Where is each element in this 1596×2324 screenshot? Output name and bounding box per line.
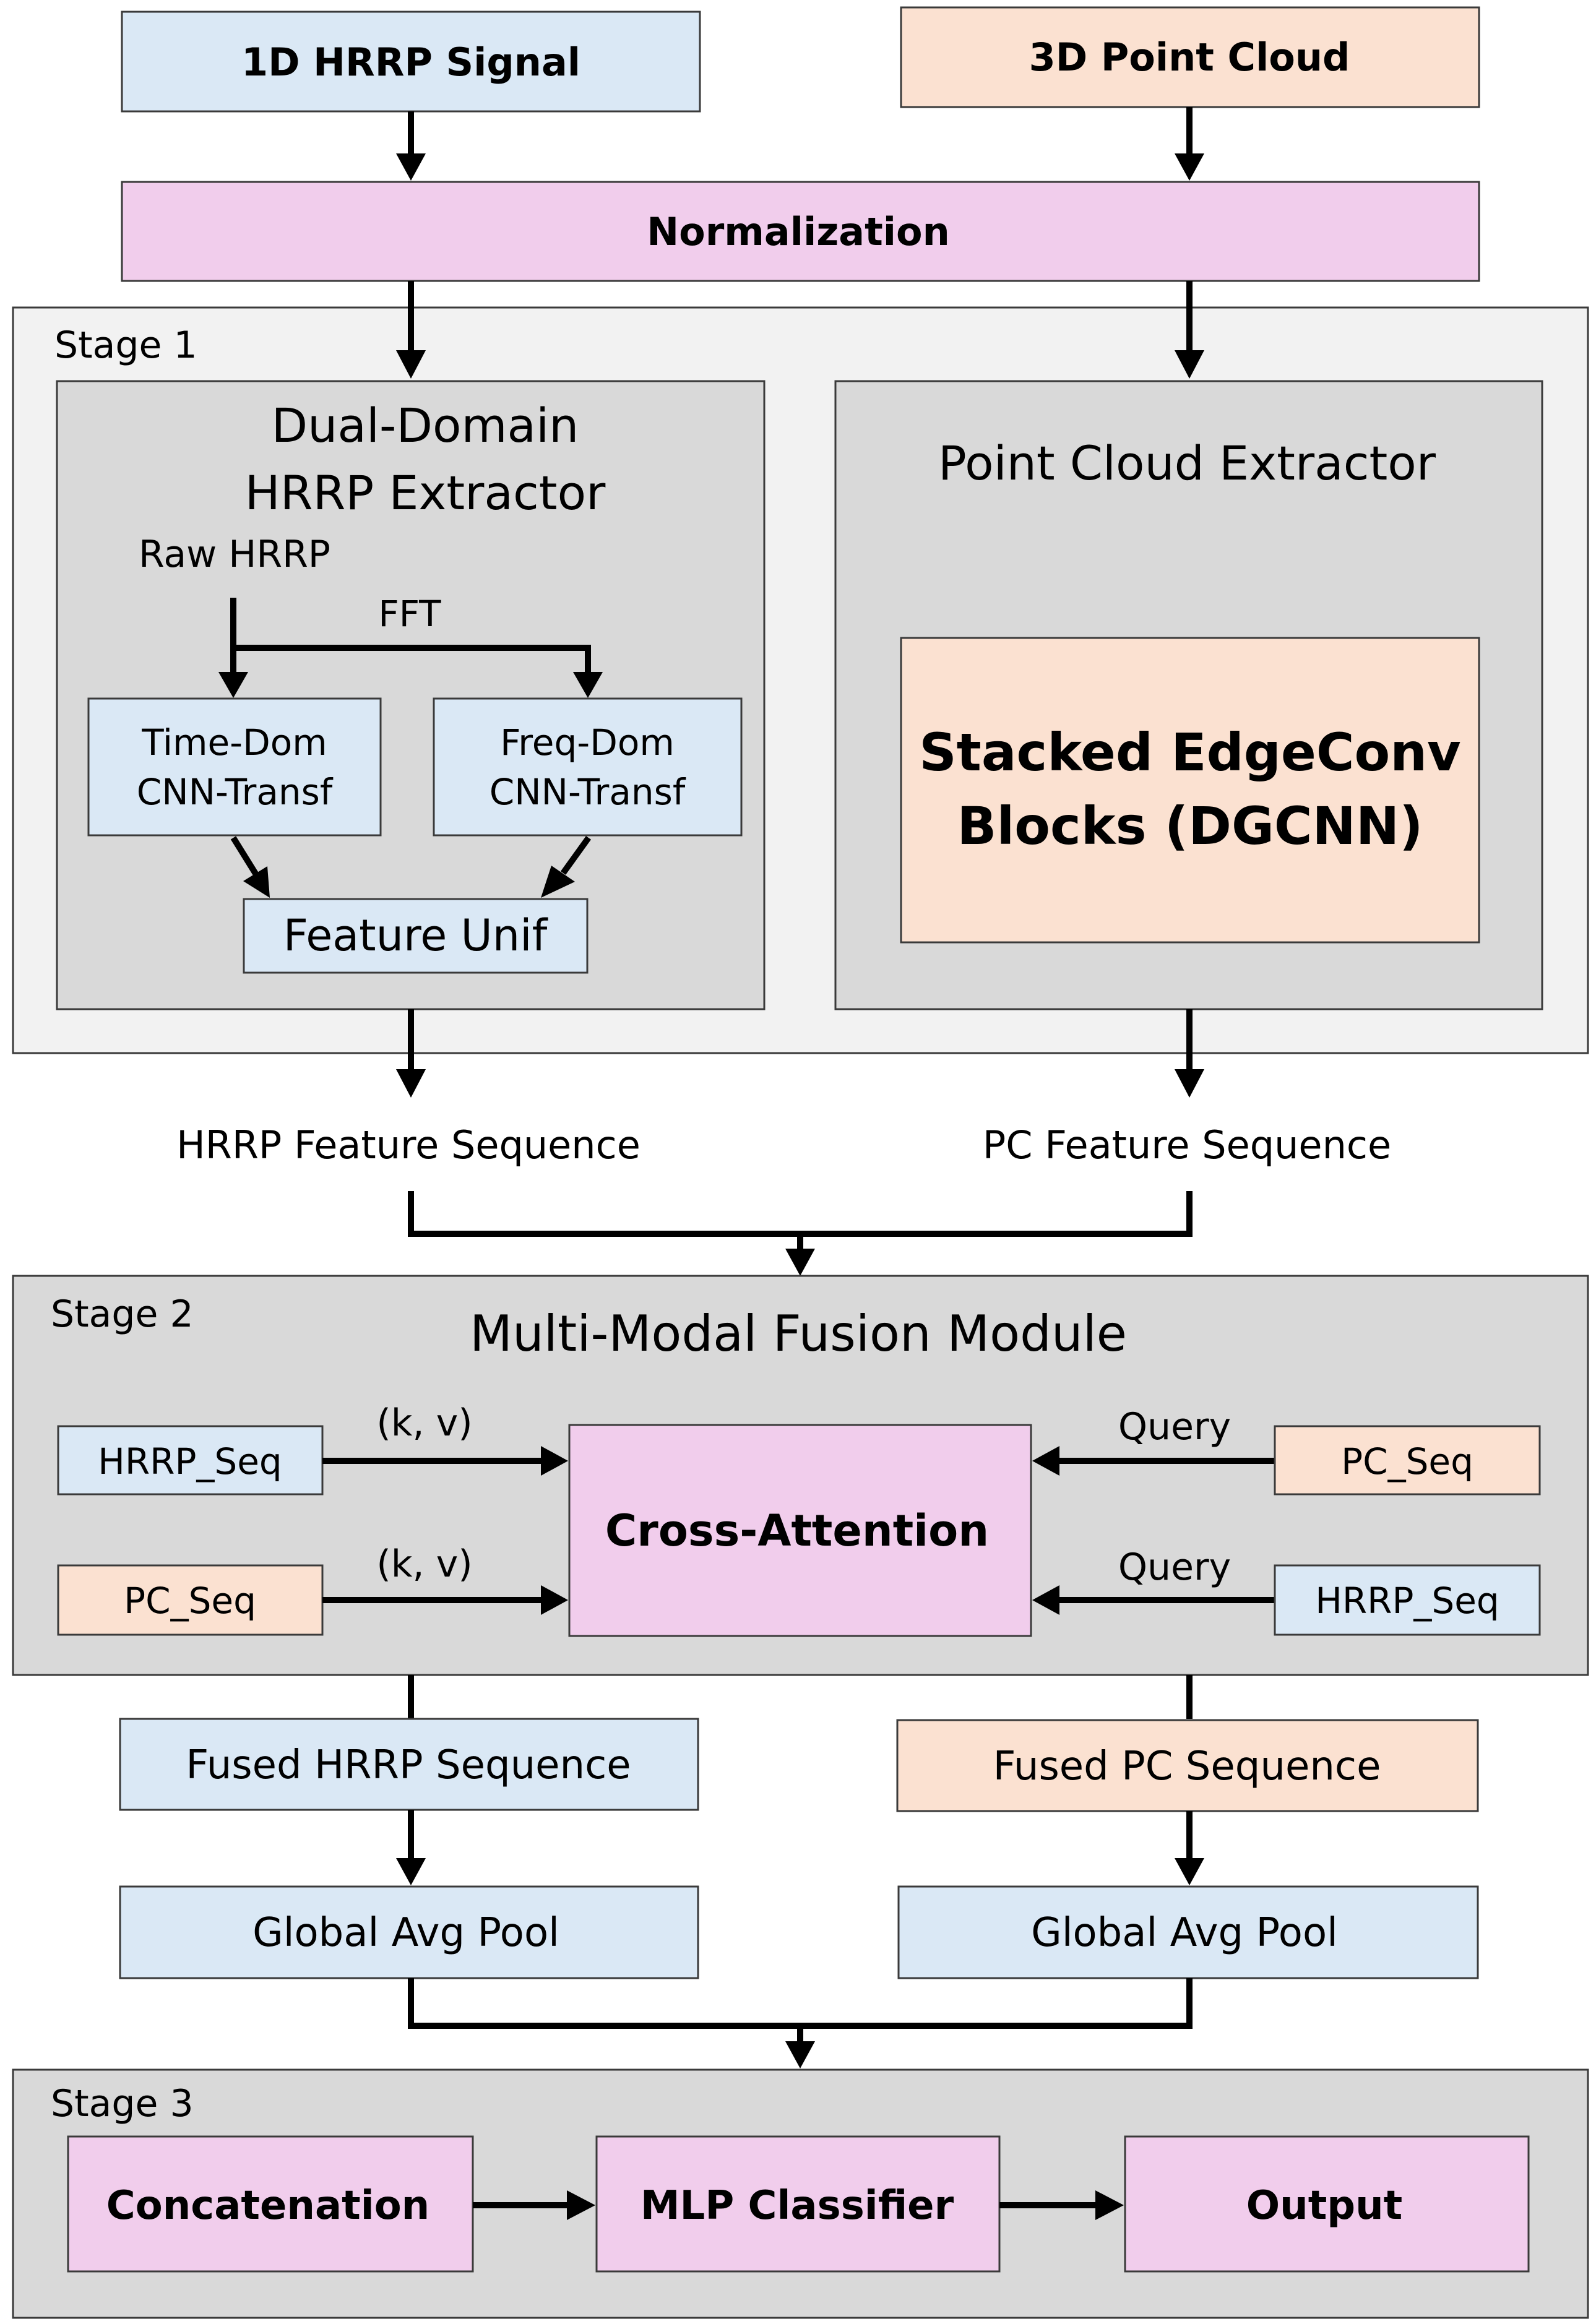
fused-hrrp-label: Fused HRRP Sequence xyxy=(186,1742,631,1788)
output-label: Output xyxy=(1246,2183,1403,2229)
left-pc-seq-label: PC_Seq xyxy=(124,1580,256,1622)
query-label-top: Query xyxy=(1118,1405,1231,1448)
left-pc-seq-box xyxy=(57,1564,324,1636)
pc-feature-sequence-label: PC Feature Sequence xyxy=(983,1122,1391,1168)
concatenation-box xyxy=(67,2135,474,2273)
pool-hrrp-box xyxy=(119,1885,699,1979)
hrrp-feature-sequence-label: HRRP Feature Sequence xyxy=(176,1122,641,1168)
arrow-extractor-to-pc-seq-head xyxy=(1175,1069,1204,1098)
right-hrrp-seq-box xyxy=(1274,1564,1541,1636)
arrow-extractor-to-hrrp-seq-head xyxy=(396,1069,426,1098)
left-hrrp-seq-box xyxy=(57,1425,324,1496)
edgeconv-line1: Stacked EdgeConv xyxy=(919,722,1461,783)
fused-pc-label: Fused PC Sequence xyxy=(993,1744,1381,1789)
input-hrrp-signal: 1D HRRP Signal xyxy=(121,11,701,113)
output-box xyxy=(1124,2135,1530,2273)
time-domain-box xyxy=(87,697,382,837)
right-pc-seq-label: PC_Seq xyxy=(1341,1440,1473,1483)
mlp-classifier-label: MLP Classifier xyxy=(641,2183,954,2229)
pool-hrrp-label: Global Avg Pool xyxy=(252,1910,559,1956)
freq-domain-line2: CNN-Transf xyxy=(490,771,686,813)
arrow-left-top-to-attn-head xyxy=(541,1446,568,1476)
arrow-merge-to-stage2-head xyxy=(785,1249,815,1276)
concatenation-label: Concatenation xyxy=(106,2183,429,2229)
input-point-cloud-box xyxy=(900,6,1480,108)
pool-pc-box xyxy=(897,1885,1479,1979)
fusion-module-title: Multi-Modal Fusion Module xyxy=(470,1305,1127,1362)
right-pc-seq-box xyxy=(1274,1425,1541,1496)
arrow-hrrp-to-norm-head xyxy=(396,153,426,181)
raw-hrrp-label: Raw HRRP xyxy=(139,533,330,576)
mlp-classifier-box xyxy=(595,2135,1001,2273)
right-hrrp-seq-label: HRRP_Seq xyxy=(1315,1580,1499,1622)
arrow-fft-to-freq-head xyxy=(573,672,603,698)
hrrp-extractor-title-line1: Dual-Domain xyxy=(272,398,579,453)
stage-2: Stage 2 Multi-Modal Fusion Module HRRP_S… xyxy=(12,1275,1589,1676)
input-hrrp-box xyxy=(121,11,701,113)
freq-domain-box xyxy=(433,697,743,837)
normalization-label: Normalization xyxy=(647,209,950,254)
stage-1-label: Stage 1 xyxy=(54,324,197,367)
query-label-bottom: Query xyxy=(1118,1546,1231,1589)
cross-attention-box xyxy=(568,1424,1032,1637)
time-domain-line1: Time-Dom xyxy=(141,721,327,764)
stage-2-label: Stage 2 xyxy=(51,1293,194,1336)
fused-hrrp-block: Fused HRRP Sequence xyxy=(119,1718,699,1811)
arrow-pc-to-norm-head xyxy=(1175,153,1204,181)
kv-label-bottom: (k, v) xyxy=(376,1543,472,1586)
arrow-right-bottom-to-attn-head xyxy=(1032,1585,1059,1615)
time-domain-line2: CNN-Transf xyxy=(137,771,334,813)
kv-label-top: (k, v) xyxy=(376,1401,472,1445)
arrow-fft-to-freq xyxy=(233,645,591,673)
arrow-concat-to-mlp-head xyxy=(567,2190,595,2220)
arrow-norm-to-hrrp-extractor-head xyxy=(396,350,426,379)
input-point-cloud-label: 3D Point Cloud xyxy=(1029,35,1350,80)
arrow-mlp-to-output-head xyxy=(1095,2190,1124,2220)
edgeconv-box xyxy=(900,637,1480,944)
cross-attention-label: Cross-Attention xyxy=(605,1505,989,1556)
arrow-right-top-to-attn-head xyxy=(1032,1446,1059,1476)
arrow-time-to-unif-head xyxy=(243,866,270,898)
freq-domain-line1: Freq-Dom xyxy=(500,721,675,764)
stage-3: Stage 3 Concatenation MLP Classifier Out… xyxy=(12,2068,1589,2319)
normalization-box xyxy=(121,181,1480,282)
input-point-cloud: 3D Point Cloud xyxy=(900,6,1480,108)
pool-pc-label: Global Avg Pool xyxy=(1031,1910,1338,1956)
pc-extractor-title: Point Cloud Extractor xyxy=(938,436,1436,491)
feature-unif-box xyxy=(243,898,589,974)
arrow-norm-to-pc-extractor-head xyxy=(1175,350,1204,379)
arrow-fused-pc-to-pool-head xyxy=(1175,1858,1204,1885)
arrow-time-to-unif xyxy=(230,836,259,876)
arrow-left-bottom-to-attn-head xyxy=(541,1585,568,1615)
fused-pc-block: Fused PC Sequence xyxy=(896,1719,1479,1812)
arrow-fused-hrrp-to-pool-head xyxy=(396,1858,426,1885)
arrow-raw-to-time-head xyxy=(218,672,248,698)
normalization-block: Normalization xyxy=(121,181,1480,282)
pool-hrrp-block: Global Avg Pool xyxy=(119,1885,699,1979)
feature-unif-label: Feature Unif xyxy=(283,910,548,961)
input-hrrp-label: 1D HRRP Signal xyxy=(241,40,580,85)
arrow-merge-to-stage3-head xyxy=(785,2041,815,2068)
arrow-freq-to-unif xyxy=(560,836,592,875)
left-hrrp-seq-label: HRRP_Seq xyxy=(98,1440,282,1483)
arrow-freq-to-unif-head xyxy=(541,866,575,898)
connector-sequences-to-stage2 xyxy=(408,1191,1193,1237)
edgeconv-line2: Blocks (DGCNN) xyxy=(957,796,1423,856)
connector-pool-to-stage3 xyxy=(408,1978,1193,2029)
hrrp-extractor-title-line2: HRRP Extractor xyxy=(245,465,606,520)
fft-label: FFT xyxy=(378,593,441,635)
pool-pc-block: Global Avg Pool xyxy=(897,1885,1479,1979)
stage-1: Stage 1 Dual-Domain HRRP Extractor Raw H… xyxy=(12,306,1589,1054)
stage-3-label: Stage 3 xyxy=(51,2082,194,2125)
